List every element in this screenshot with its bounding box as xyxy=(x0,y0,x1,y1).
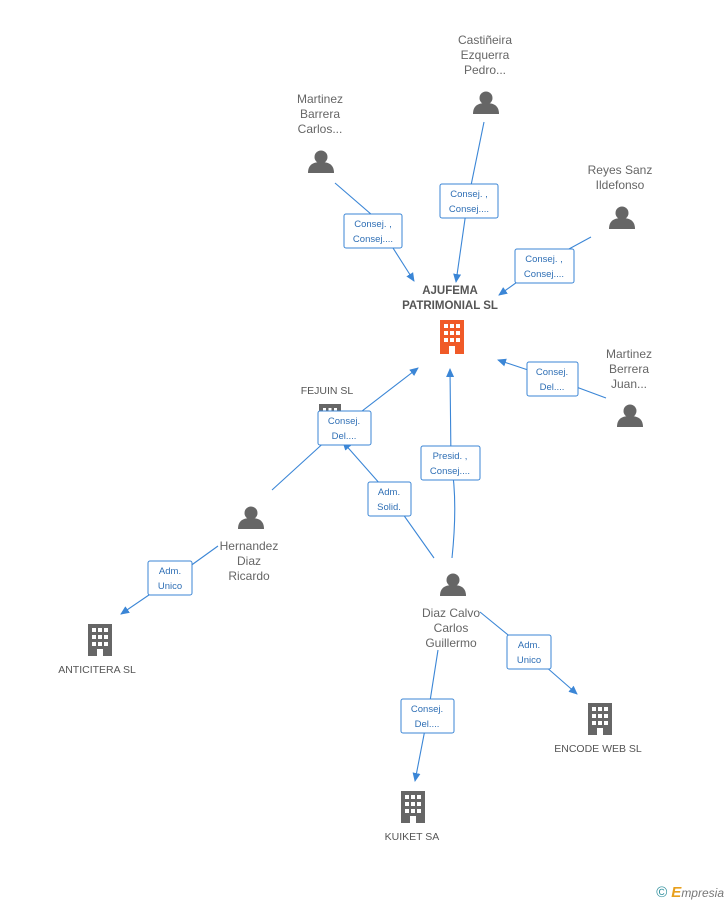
edge-label-line: Consej. xyxy=(411,704,443,715)
person-node-castineira[interactable]: Castiñeira Ezquerra Pedro... xyxy=(458,33,512,114)
edge-label-martinez-barrera[interactable]: Consej. , Consej.... xyxy=(343,213,403,249)
building-icon xyxy=(440,320,464,354)
company-node-encode-web[interactable]: ENCODE WEB SL xyxy=(554,703,642,755)
edge-label-line: Adm. xyxy=(518,640,540,651)
edge-label-line: Consej. xyxy=(536,367,568,378)
person-name-line: Juan... xyxy=(611,377,647,391)
person-name-line: Ildefonso xyxy=(596,178,645,192)
person-node-martinez-barrera[interactable]: Martinez Barrera Carlos... xyxy=(297,92,343,173)
brand-logo[interactable]: Empresia xyxy=(671,884,724,901)
person-name-line: Barrera xyxy=(300,107,340,121)
company-node-kuiket[interactable]: KUIKET SA xyxy=(385,791,440,843)
company-node-anticitera[interactable]: ANTICITERA SL xyxy=(58,624,136,676)
person-name-line: Ezquerra xyxy=(461,48,510,62)
edge-label-line: Adm. xyxy=(159,566,181,577)
person-name-line: Carlos xyxy=(434,621,469,635)
edge-label-line: Del.... xyxy=(540,382,565,393)
edge-label-line: Consej. xyxy=(328,416,360,427)
building-icon xyxy=(588,703,612,735)
edge-label-diaz-fejuin[interactable]: Adm. Solid. xyxy=(367,481,412,517)
person-name-line: Berrera xyxy=(609,362,649,376)
person-name-line: Carlos... xyxy=(298,122,343,136)
person-name-line: Castiñeira xyxy=(458,33,512,47)
building-icon xyxy=(401,791,425,823)
edge-label-line: Consej. , xyxy=(525,254,563,265)
person-icon xyxy=(238,506,264,529)
person-icon xyxy=(609,206,635,229)
person-name-line: Martinez xyxy=(606,347,652,361)
edge-label-line: Consej.... xyxy=(353,234,393,245)
person-node-martinez-berrera[interactable]: Martinez Berrera Juan... xyxy=(606,347,652,427)
edge-label-line: Del.... xyxy=(332,431,357,442)
edge-label-line: Unico xyxy=(158,581,182,592)
person-name-line: Pedro... xyxy=(464,63,506,77)
company-name: ENCODE WEB SL xyxy=(554,743,642,755)
edge-label-line: Consej.... xyxy=(449,204,489,215)
edge-label-hernandez-main[interactable]: Consej. Del.... xyxy=(317,410,372,446)
person-name-line: Reyes Sanz xyxy=(588,163,653,177)
edge-label-line: Solid. xyxy=(377,502,401,513)
edge-label-line: Consej. , xyxy=(450,189,488,200)
edge-label-line: Presid. , xyxy=(433,451,468,462)
edge-label-diaz-main[interactable]: Presid. , Consej.... xyxy=(420,445,481,481)
company-name: FEJUIN SL xyxy=(301,385,354,397)
person-name-line: Ricardo xyxy=(228,569,270,583)
main-company-name-line1: AJUFEMA xyxy=(422,285,478,297)
edge-label-line: Del.... xyxy=(415,719,440,730)
edge-label-line: Consej.... xyxy=(524,269,564,280)
edge-label-line: Adm. xyxy=(378,487,400,498)
person-name-line: Hernandez xyxy=(220,539,279,553)
brand-name: mpresia xyxy=(681,886,724,900)
edge-label-line: Unico xyxy=(517,655,541,666)
person-icon xyxy=(617,404,643,427)
person-icon xyxy=(440,573,466,596)
person-node-hernandez-diaz[interactable]: Hernandez Diaz Ricardo xyxy=(220,506,279,584)
person-name-line: Diaz xyxy=(237,554,261,568)
edge-label-castineira[interactable]: Consej. , Consej.... xyxy=(439,183,499,219)
edge-label-line: Consej.... xyxy=(430,466,470,477)
person-node-reyes-sanz[interactable]: Reyes Sanz Ildefonso xyxy=(588,163,653,229)
copyright-icon: © xyxy=(656,884,668,901)
edge-label-line: Consej. , xyxy=(354,219,392,230)
edge-label-martinez-berrera[interactable]: Consej. Del.... xyxy=(526,361,579,397)
company-name: ANTICITERA SL xyxy=(58,664,136,676)
person-icon xyxy=(308,150,334,173)
person-name-line: Martinez xyxy=(297,92,343,106)
main-company-name-line2: PATRIMONIAL SL xyxy=(402,300,498,312)
edge-label-reyes-sanz[interactable]: Consej. , Consej.... xyxy=(514,248,575,284)
edge-label-diaz-encode[interactable]: Adm. Unico xyxy=(506,634,552,670)
edge-label-hernandez-anticitera[interactable]: Adm. Unico xyxy=(147,560,193,596)
person-name-line: Diaz Calvo xyxy=(422,606,480,620)
person-node-diaz-calvo[interactable]: Diaz Calvo Carlos Guillermo xyxy=(422,573,480,651)
person-icon xyxy=(473,91,499,114)
company-name: KUIKET SA xyxy=(385,831,440,843)
building-icon xyxy=(88,624,112,656)
brand-initial: E xyxy=(671,884,682,901)
main-company-node[interactable]: AJUFEMA PATRIMONIAL SL xyxy=(402,285,498,354)
person-name-line: Guillermo xyxy=(425,636,477,650)
edge-label-diaz-kuiket[interactable]: Consej. Del.... xyxy=(400,698,455,734)
footer-brand: © Empresia xyxy=(656,884,724,901)
